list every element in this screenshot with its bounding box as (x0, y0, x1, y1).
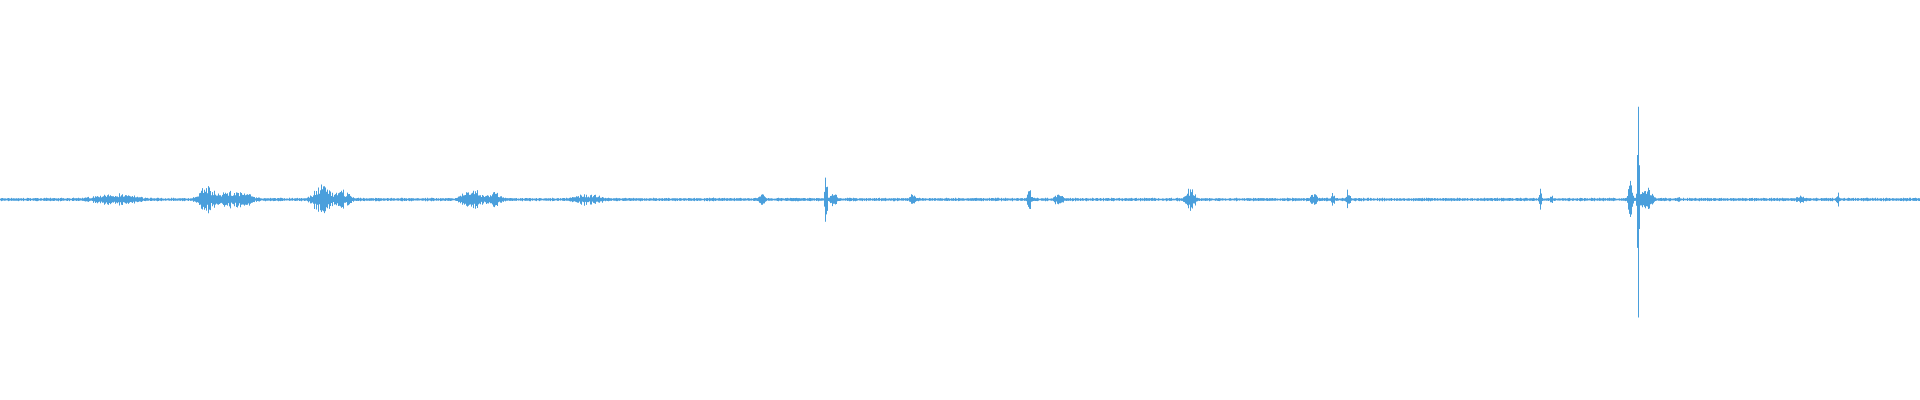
waveform-samples (0, 106, 1920, 318)
